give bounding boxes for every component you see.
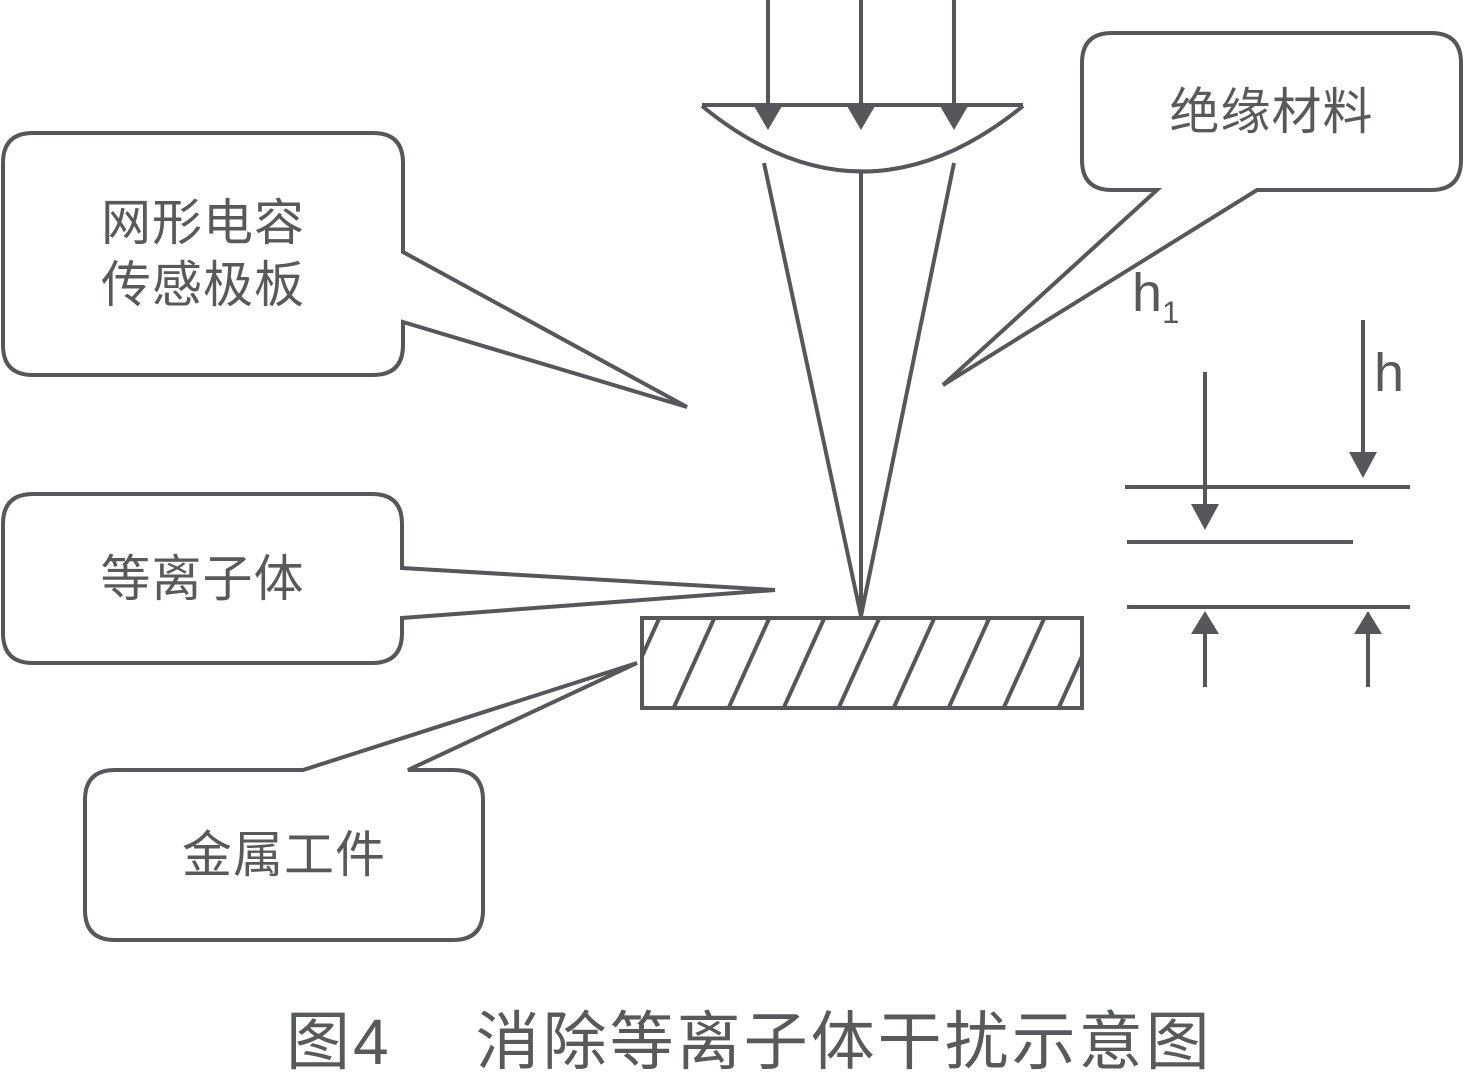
figure-caption: 图4 消除等离子体干扰示意图	[286, 1006, 1213, 1080]
figure-caption-number: 图4	[286, 1006, 392, 1078]
dimension-arrows	[1191, 320, 1382, 687]
lens-shape	[700, 103, 1025, 174]
h-down-arrowhead-icon	[1349, 452, 1377, 478]
label-h: h	[1374, 343, 1405, 403]
label-mesh-capacitor-plate: 网形电容 传感极板	[3, 133, 403, 375]
label-h1-sub: 1	[1162, 294, 1180, 330]
callout-outline-insulation	[941, 31, 1463, 387]
incident-beam-arrows	[754, 0, 968, 130]
beam-edge-left	[762, 162, 863, 617]
beam-arrowhead-icon	[754, 106, 782, 130]
up-arrow-right-head-icon	[1354, 611, 1382, 634]
label-h1-main: h	[1132, 263, 1163, 323]
hatch-lines	[644, 620, 1080, 706]
callout-outline-mesh-plate	[1, 131, 688, 409]
h1-down-arrowhead-icon	[1191, 504, 1219, 530]
workpiece-rect	[640, 616, 1084, 710]
label-h1: h1	[1132, 266, 1179, 328]
label-mesh-capacitor-line1: 网形电容	[101, 195, 305, 251]
label-mesh-capacitor-line2: 传感极板	[101, 257, 305, 313]
beam-edge-right	[859, 162, 956, 617]
converging-beam	[762, 162, 956, 617]
beam-arrowhead-icon	[940, 106, 968, 130]
up-arrow-left-head-icon	[1191, 611, 1219, 634]
callout-outline-plasma	[1, 492, 776, 665]
label-plasma: 等离子体	[100, 550, 305, 607]
workpiece-cross-section	[640, 616, 1084, 710]
callout-outline-metal-workpiece	[83, 661, 638, 942]
lens-bottom-arc	[700, 104, 1025, 174]
label-metal-workpiece: 金属工件	[182, 827, 386, 883]
figure-caption-title: 消除等离子体干扰示意图	[475, 1006, 1213, 1078]
dimension-reference-lines	[1125, 485, 1410, 609]
beam-arrowhead-icon	[847, 106, 875, 130]
label-insulating-material: 绝缘材料	[1169, 83, 1374, 140]
